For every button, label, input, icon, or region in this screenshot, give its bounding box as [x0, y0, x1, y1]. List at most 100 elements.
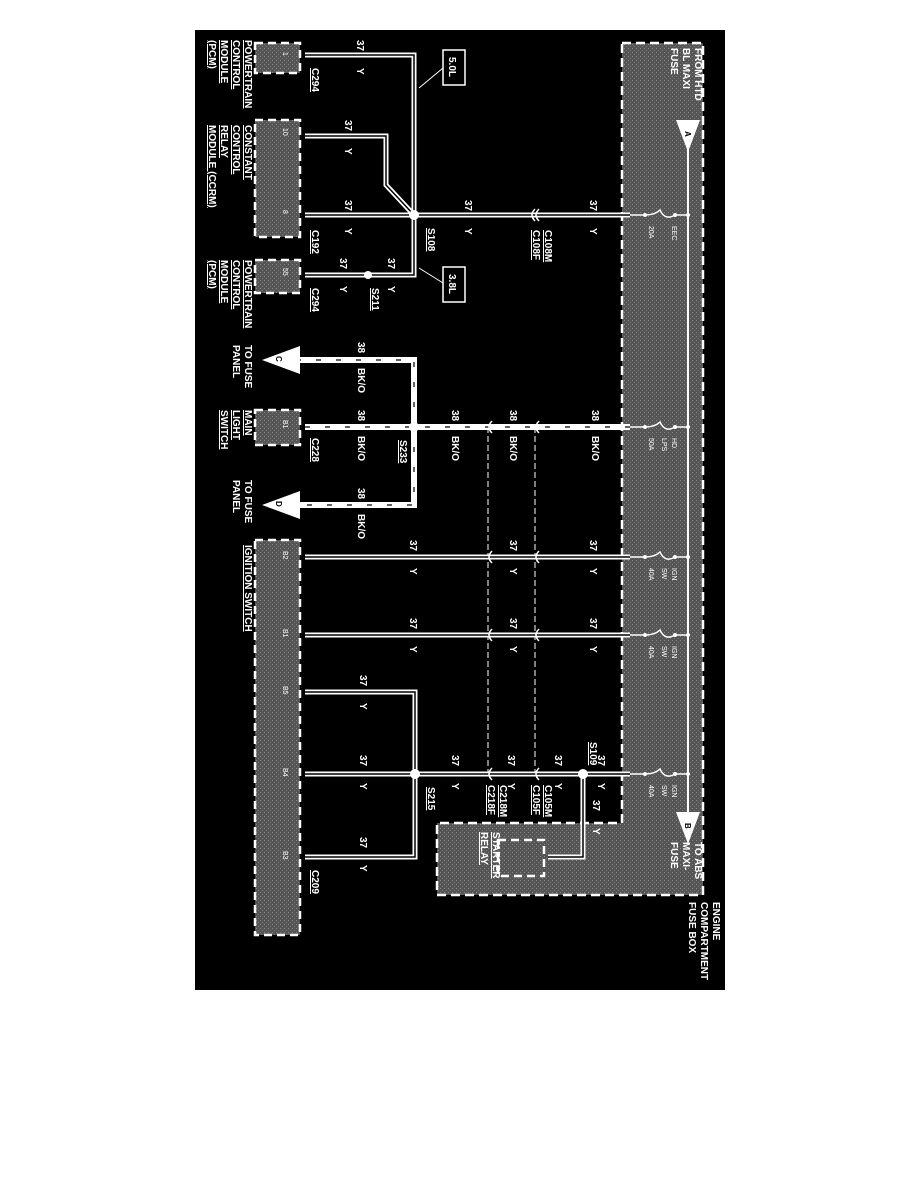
wire-color: BK/O [507, 436, 518, 461]
wire-color-code: 37 [507, 618, 518, 630]
wire-color: Y [407, 646, 418, 653]
fuse-name: IGN [670, 646, 677, 658]
engine-tag-3-8l [442, 266, 466, 303]
wire-color: Y [587, 646, 598, 653]
connector-c105m: C105M [542, 785, 553, 817]
pcm-label-2: (PCM) [206, 260, 217, 289]
connector-c108m: C108M [542, 230, 553, 262]
fuse-name: HD [670, 438, 677, 448]
wire-color-code: 37 [505, 755, 516, 767]
to-fuse-panel-c-label: TO FUSE [242, 345, 253, 388]
fuse-icon [630, 767, 688, 777]
arrow-a-label: A [683, 131, 692, 137]
splice-s108 [409, 210, 419, 220]
arrow-d-icon [262, 491, 300, 519]
splice-s109-label: S109 [587, 742, 598, 766]
connector-c218m: C218M [497, 785, 508, 817]
pcm-label-2: CONTROL [230, 260, 241, 309]
wire-color-code: 37 [385, 258, 396, 270]
wire-color: Y [449, 783, 460, 790]
fuse-rating: 20A [647, 226, 654, 239]
fuse-icon [630, 420, 688, 430]
wire-color: Y [342, 228, 353, 235]
wire-color-code: 38 [355, 410, 366, 422]
wire-color-code: 38 [355, 342, 366, 354]
wire-color: Y [337, 286, 348, 293]
ccrm-label: CONTROL [230, 125, 241, 174]
wire-color-code: 37 [587, 540, 598, 552]
ignition-switch-box [253, 538, 302, 937]
wire-color: BK/O [355, 436, 366, 461]
wire-color: Y [507, 568, 518, 575]
pin-number: 55 [281, 268, 288, 276]
wire-color-code: 37 [407, 618, 418, 630]
fuse-box-title: ENGINE [710, 902, 721, 941]
arrow-b-icon [676, 812, 700, 844]
wire-color: Y [507, 646, 518, 653]
ccrm-connector-box [253, 118, 302, 239]
wire-color: Y [462, 228, 473, 235]
connector-c294a: C294 [309, 68, 320, 92]
arrow-a-icon [676, 120, 700, 152]
fuse-rating: 50A [647, 438, 654, 451]
main-light-switch-label: MAIN [242, 410, 253, 436]
splice-s109 [578, 769, 588, 779]
fuse-rating: 40A [647, 646, 654, 659]
fuse-name: SW [660, 646, 667, 658]
connector-c108f: C108F [530, 230, 541, 260]
splice-s215 [410, 769, 420, 779]
pin-number: B2 [281, 551, 288, 560]
pin-number: B5 [281, 686, 288, 695]
fuses [630, 208, 690, 777]
fuse-box-outline [435, 41, 705, 897]
connector-c192: C192 [309, 230, 320, 254]
fuse-rating: 40A [647, 568, 654, 581]
wire-color-code: 37 [552, 755, 563, 767]
ignition-switch-label: IGNITION SWITCH [242, 545, 253, 632]
wire-color: Y [354, 68, 365, 75]
wire-color: BK/O [355, 368, 366, 393]
splice-s233 [409, 422, 419, 432]
wire-color-code: 38 [507, 410, 518, 422]
pcm-label: POWERTRAIN [242, 40, 253, 108]
fuse-box-title: COMPARTMENT [698, 902, 709, 980]
main-light-switch-box [253, 408, 302, 447]
ccrm-label: MODULE (CCRM) [206, 125, 217, 208]
wire-color-code: 37 [357, 675, 368, 687]
from-fuse-label: FUSE [668, 48, 679, 75]
wire-color-code: 37 [342, 200, 353, 212]
yellow-wires [305, 52, 630, 860]
splice-s211-label: S211 [369, 288, 380, 311]
wire-color-code: 37 [587, 200, 598, 212]
wire-color: BK/O [589, 436, 600, 461]
to-abs-label: FUSE [668, 842, 679, 869]
pin-number: B3 [281, 851, 288, 860]
wire-color: Y [407, 568, 418, 575]
wire-color: Y [342, 148, 353, 155]
wire-color-code: 37 [337, 258, 348, 270]
connector-symbols [488, 208, 540, 781]
starter-relay-label: RELAY [478, 832, 489, 865]
engine-tag-5-0l [442, 49, 466, 86]
wire-color-code: 37 [507, 540, 518, 552]
main-light-switch-label: SWITCH [218, 410, 229, 449]
ccrm-label: RELAY [218, 125, 229, 158]
pin-number: B4 [281, 768, 288, 777]
pcm-label: MODULE [218, 40, 229, 84]
to-fuse-panel-c-label: PANEL [230, 345, 241, 378]
wire-color: Y [552, 783, 563, 790]
wire-color: Y [505, 783, 516, 790]
wire-color-code: 37 [342, 120, 353, 132]
fuse-rating: 40A [647, 785, 654, 798]
starter-relay-box [496, 838, 546, 878]
pcm-label: (PCM) [206, 40, 217, 69]
pin-number: 1 [281, 52, 288, 56]
connector-c209: C209 [309, 870, 320, 894]
wire-color: Y [357, 703, 368, 710]
wire-color: Y [587, 568, 598, 575]
engine-tag-5-0l-label: 5.0L [446, 57, 457, 77]
connector-c228: C228 [309, 438, 320, 462]
arrow-d-label: D [274, 501, 283, 507]
wire-color-code: 38 [355, 488, 366, 500]
